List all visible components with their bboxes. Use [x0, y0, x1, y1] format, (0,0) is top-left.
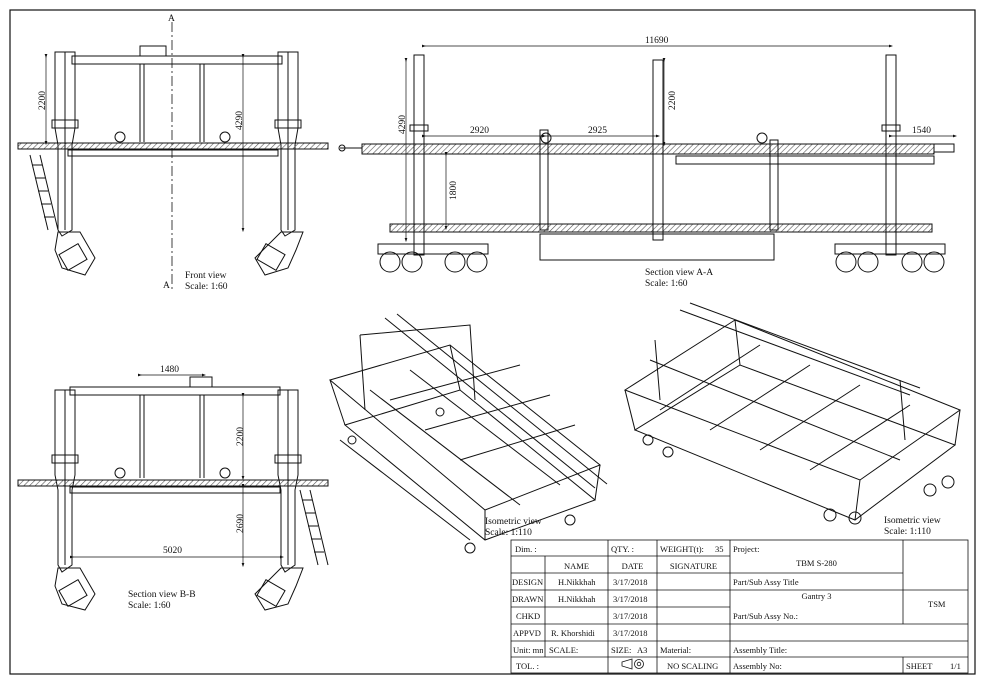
tb-unit-label: Unit: mm — [513, 645, 543, 655]
tb-qty-label: QTY. : — [611, 544, 634, 554]
projection-symbol-icon — [621, 658, 644, 670]
dim-aa-seg3: 1540 — [912, 126, 931, 136]
front-view-label: Front view — [185, 271, 227, 281]
title-block-grid — [510, 539, 969, 674]
dim-aa-upper-height: 2200 — [668, 91, 678, 110]
section-bb-label: Section view B-B — [128, 590, 196, 600]
tb-name-drawn: H.Nikkhah — [558, 594, 596, 604]
section-bb-dimension-lines — [69, 373, 285, 568]
iso-right-scale: Scale: 1:110 — [884, 527, 931, 537]
tb-col-date: DATE — [621, 561, 644, 571]
tb-col-name: NAME — [563, 561, 590, 571]
dim-front-total-height: 4290 — [235, 111, 245, 130]
section-aa-label: Section view A-A — [645, 268, 714, 278]
section-marker-bottom: A — [163, 281, 170, 291]
dim-bb-lower-height: 2690 — [236, 514, 246, 533]
iso-left-scale: Scale: 1:110 — [485, 528, 532, 538]
section-aa-dimension-lines — [404, 44, 958, 243]
dim-bb-bottom-width: 5020 — [163, 546, 182, 556]
tb-weight-label: WEIGHT(t): — [660, 544, 704, 554]
tb-part-no-label: Part/Sub Assy No.: — [733, 611, 798, 621]
tb-role-chkd: CHKD — [516, 611, 541, 621]
section-marker-top: A — [168, 14, 175, 24]
dim-aa-seg2: 2925 — [588, 126, 607, 136]
tb-role-drawn: DRAWN — [512, 594, 544, 604]
tb-date-drawn: 3/17/2018 — [613, 594, 648, 604]
tb-tol-label: TOL. : — [516, 661, 539, 671]
section-bb-scale: Scale: 1:60 — [128, 601, 171, 611]
front-view-drawing — [17, 22, 329, 290]
tb-project-label: Project: — [733, 544, 760, 554]
section-aa-scale: Scale: 1:60 — [645, 279, 688, 289]
tb-sheet-label: SHEET — [906, 661, 933, 671]
tb-part-title-label: Part/Sub Assy Title — [733, 577, 799, 587]
front-view-scale: Scale: 1:60 — [185, 282, 228, 292]
isometric-right-drawing — [623, 302, 962, 525]
tb-size-value: A3 — [637, 645, 648, 655]
tb-part-title-value: Gantry 3 — [801, 591, 832, 601]
dim-aa-overall-length: 11690 — [645, 36, 669, 46]
dim-front-upper-height: 2200 — [38, 91, 48, 110]
tb-material-label: Material: — [660, 645, 692, 655]
tb-date-appvd: 3/17/2018 — [613, 628, 648, 638]
tb-name-appvd: R. Khorshidi — [551, 628, 595, 638]
isometric-left-drawing — [328, 313, 608, 554]
tb-sheet-value: 1/1 — [950, 661, 961, 671]
dim-bb-top-width: 1480 — [160, 365, 179, 375]
tb-project-value: TBM S-280 — [796, 558, 837, 568]
tb-date-chkd: 3/17/2018 — [613, 611, 648, 621]
dim-aa-seg1: 2920 — [470, 126, 489, 136]
dim-bb-upper-height: 2200 — [236, 427, 246, 446]
tb-date-design: 3/17/2018 — [613, 577, 648, 587]
tb-no-scaling: NO SCALING — [667, 661, 719, 671]
sheet-border — [9, 9, 976, 675]
section-aa-drawing — [338, 54, 955, 273]
tb-size-label: SIZE: — [611, 645, 632, 655]
tb-scale-label: SCALE: — [549, 645, 579, 655]
tb-dim-label: Dim. : — [515, 544, 537, 554]
tb-assembly-title-label: Assembly Title: — [733, 645, 788, 655]
section-bb-drawing — [17, 376, 329, 611]
tb-company: TSM — [928, 599, 946, 609]
dim-aa-total-height: 4290 — [398, 115, 408, 134]
tb-assembly-no-label: Assembly No: — [733, 661, 782, 671]
tb-col-signature: SIGNATURE — [669, 561, 718, 571]
iso-left-label: Isometric view — [485, 517, 542, 527]
iso-right-label: Isometric view — [884, 516, 941, 526]
tb-name-design: H.Nikkhah — [558, 577, 596, 587]
tb-weight-value: 35 — [715, 544, 724, 554]
front-dimension-lines — [44, 53, 245, 233]
tb-role-appvd: APPVD — [513, 628, 541, 638]
dim-aa-lower-height: 1800 — [449, 181, 459, 200]
tb-role-design: DESIGN — [512, 577, 544, 587]
